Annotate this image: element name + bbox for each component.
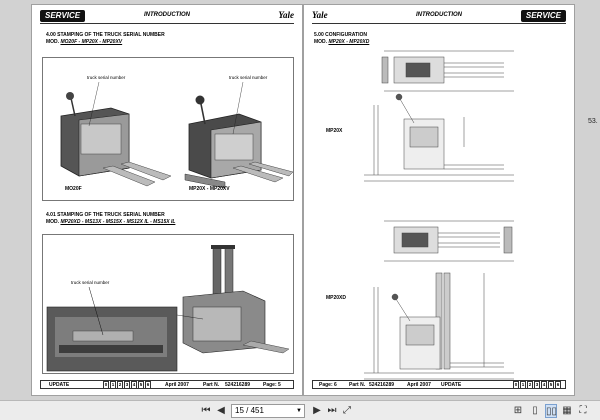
configuration-drawings: [364, 50, 514, 380]
figure-label-mo20f: MO20F: [65, 186, 82, 192]
fit-page-icon[interactable]: ⤢: [343, 405, 351, 416]
yale-logo: Yale: [312, 10, 328, 20]
next-page-icon[interactable]: ▶: [313, 405, 321, 416]
footer-date: April 2007: [407, 382, 431, 388]
part-number: 524216289: [225, 382, 251, 388]
document-viewer[interactable]: SERVICE INTRODUCTION Yale 4.00 STAMPING …: [0, 0, 600, 400]
page-number: Page: 5: [263, 382, 281, 388]
part-label: Part N.: [349, 382, 366, 388]
section-title: 5.00 CONFIGURATION: [314, 32, 367, 38]
page-footer: Page: 6 Part N. 524216289 April 2007 UPD…: [312, 380, 566, 389]
section-title: 4.00 STAMPING OF THE TRUCK SERIAL NUMBER: [46, 32, 165, 38]
config-label-mp20x: MP20X: [326, 128, 343, 134]
two-page-view-icon[interactable]: ▯▯: [545, 404, 558, 418]
section-models: MOD. MP20X - MP20XD: [314, 39, 370, 45]
update-label: UPDATE: [49, 382, 70, 388]
truck-mo20f-drawing: [60, 92, 172, 187]
chevron-down-icon[interactable]: ▼: [296, 408, 302, 414]
service-badge: SERVICE: [520, 10, 566, 22]
zoom-icon[interactable]: ⊞: [513, 405, 523, 416]
fullscreen-icon[interactable]: ⛶: [579, 405, 587, 416]
next-page-edge-text: 53.: [588, 118, 598, 125]
section-models: MOD. MO20F - MP20X - MP20XV: [46, 39, 123, 45]
previous-page-icon[interactable]: ◀: [217, 405, 225, 416]
truck-mp20x-drawing: [184, 95, 294, 189]
update-label: UPDATE: [441, 382, 462, 388]
part-label: Part N.: [203, 382, 220, 388]
right-page: Yale INTRODUCTION SERVICE 5.00 CONFIGURA…: [303, 4, 575, 396]
page-indicator[interactable]: 15 / 451 ▼: [231, 404, 305, 418]
page-number: Page: 6: [319, 382, 337, 388]
last-page-icon[interactable]: ⏭: [327, 405, 337, 416]
yale-logo: Yale: [278, 10, 294, 20]
first-page-icon[interactable]: ⏮: [201, 405, 211, 416]
page-header: SERVICE INTRODUCTION Yale: [40, 10, 294, 24]
figure-label-mp20x: MP20X - MP20XV: [189, 186, 230, 192]
figure-truck-stamping-2: truck serial number: [42, 234, 294, 374]
grid-view-icon[interactable]: ▦: [562, 405, 572, 416]
section-heading-4-01: 4.01 STAMPING OF THE TRUCK SERIAL NUMBER…: [46, 212, 296, 226]
viewer-toolbar: ⏮ ◀ 15 / 451 ▼ ▶ ⏭ ⤢ ⊞ ▯ ▯▯ ▦ ⛶: [0, 400, 600, 420]
section-heading-4-00: 4.00 STAMPING OF THE TRUCK SERIAL NUMBER…: [46, 32, 296, 46]
callout-serial-number: truck serial number: [71, 280, 110, 285]
callout-serial-number: truck serial number: [87, 75, 126, 80]
page-header: Yale INTRODUCTION SERVICE: [312, 10, 566, 24]
config-label-mp20xd: MP20XD: [326, 295, 347, 301]
part-number: 524216289: [369, 382, 395, 388]
left-page: SERVICE INTRODUCTION Yale 4.00 STAMPING …: [31, 4, 303, 396]
header-title: INTRODUCTION: [416, 12, 462, 18]
stacker-illustration: [46, 245, 290, 372]
section-models: MOD. MP20XD - MS13X - MS15X - MS12X IL -…: [46, 219, 176, 225]
callout-serial-number: truck serial number: [229, 75, 268, 80]
service-badge: SERVICE: [40, 10, 86, 22]
footer-date: April 2007: [165, 382, 189, 388]
header-title: INTRODUCTION: [144, 12, 190, 18]
figure-truck-stamping-1: truck serial number truck serial number …: [42, 57, 294, 201]
section-heading-5-00: 5.00 CONFIGURATION MOD. MP20X - MP20XD: [314, 32, 564, 46]
section-title: 4.01 STAMPING OF THE TRUCK SERIAL NUMBER: [46, 212, 165, 218]
truck-illustrations: [60, 81, 294, 189]
page-indicator-text: 15 / 451: [235, 406, 264, 415]
single-page-view-icon[interactable]: ▯: [532, 405, 538, 416]
